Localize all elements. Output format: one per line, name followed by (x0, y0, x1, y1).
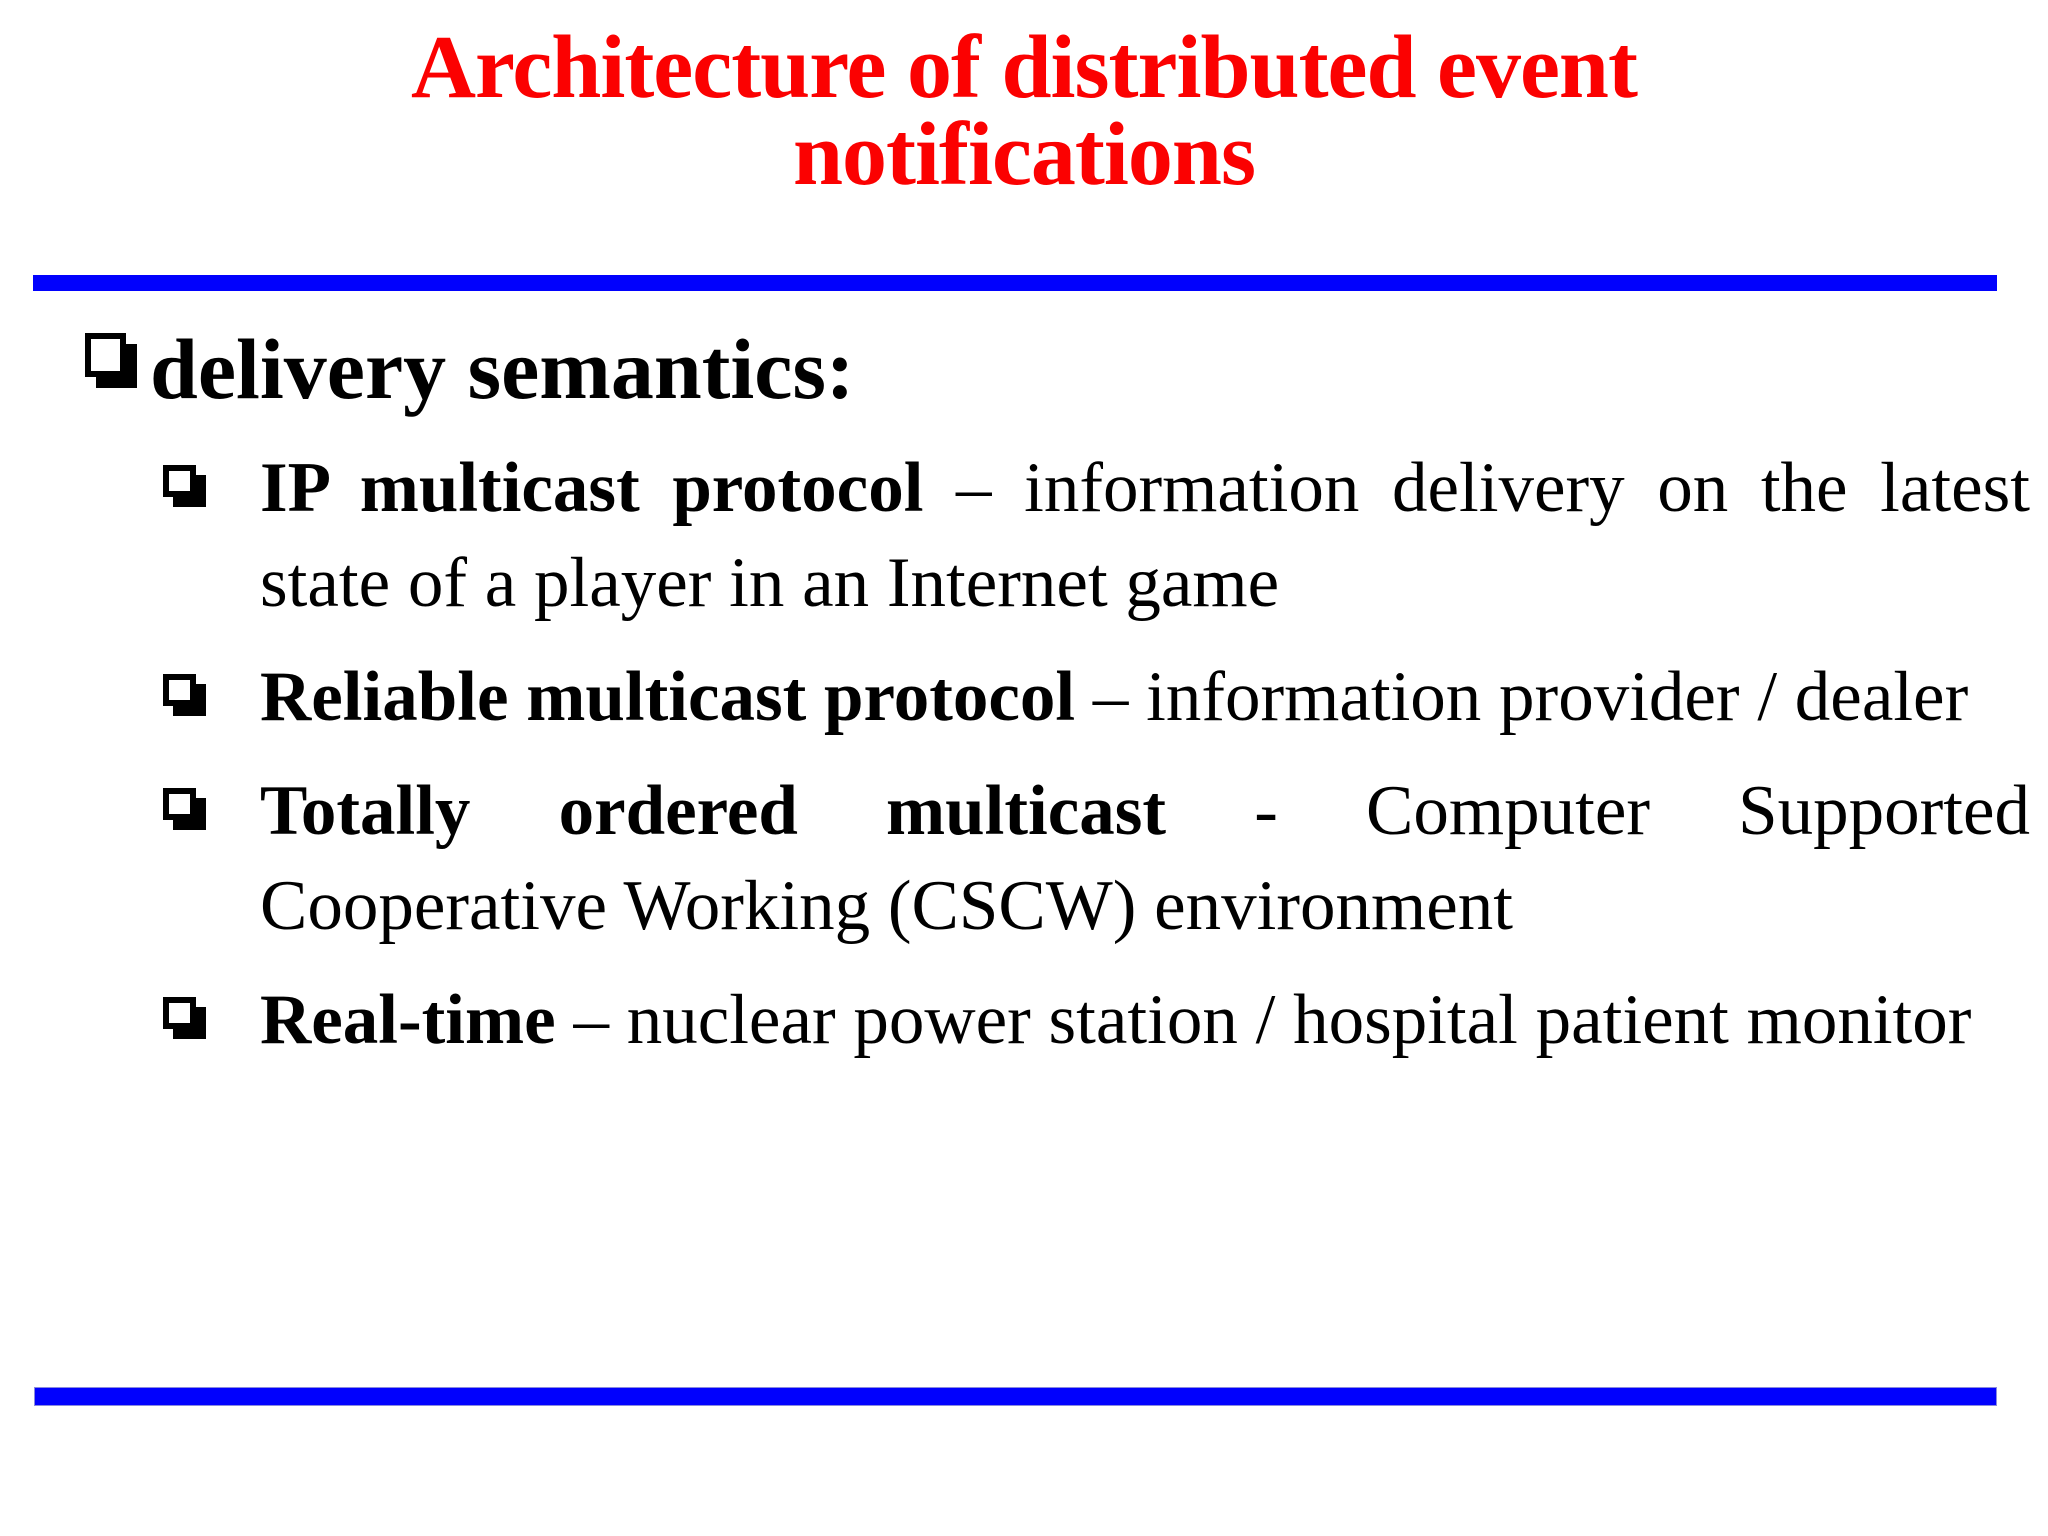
slide-title: Architecture of distributed event notifi… (0, 23, 2048, 200)
checkbox-bullet-icon (163, 465, 196, 497)
bullet-separator: – (1092, 658, 1129, 736)
heading-row: delivery semantics: (85, 326, 2008, 412)
bullet-text: information delivery on the latest state… (260, 449, 2031, 622)
bullet-separator: - (1254, 772, 1278, 850)
bullet-item: Real-time – nuclear power station / hosp… (163, 973, 2030, 1068)
bullet-lead: Reliable multicast protocol (260, 658, 1076, 736)
checkbox-bullet-icon (85, 333, 126, 377)
bullet-separator: – (956, 449, 992, 527)
checkbox-bullet-icon (163, 788, 196, 820)
checkbox-bullet-icon (163, 674, 196, 706)
bullet-text: nuclear power station / hospital patient… (626, 981, 1972, 1059)
bullet-item: IP multicast protocol – information deli… (163, 441, 2030, 631)
bullet-item: Totally ordered multicast - Computer Sup… (163, 764, 2030, 954)
heading-text: delivery semantics: (150, 326, 855, 412)
heading-label: delivery semantics (150, 321, 826, 417)
heading-colon: : (825, 321, 855, 417)
slide-title-line2: notifications (792, 105, 1256, 204)
bottom-rule (34, 1387, 1997, 1406)
bullet-item: Reliable multicast protocol – informatio… (163, 650, 2030, 745)
bullet-lead: Totally ordered multicast (260, 772, 1167, 850)
bullet-separator: – (573, 981, 609, 1059)
top-rule (33, 275, 1997, 291)
checkbox-bullet-icon (163, 997, 196, 1029)
bullet-list: IP multicast protocol – information deli… (163, 441, 2030, 1068)
bullet-text: information provider / dealer (1146, 658, 1969, 736)
bullet-lead: Real-time (260, 981, 556, 1059)
bullet-text: Computer Supported Cooperative Working (… (260, 772, 2031, 945)
slide-title-line1: Architecture of distributed event (411, 18, 1638, 117)
bullet-lead: IP multicast protocol (260, 449, 924, 527)
